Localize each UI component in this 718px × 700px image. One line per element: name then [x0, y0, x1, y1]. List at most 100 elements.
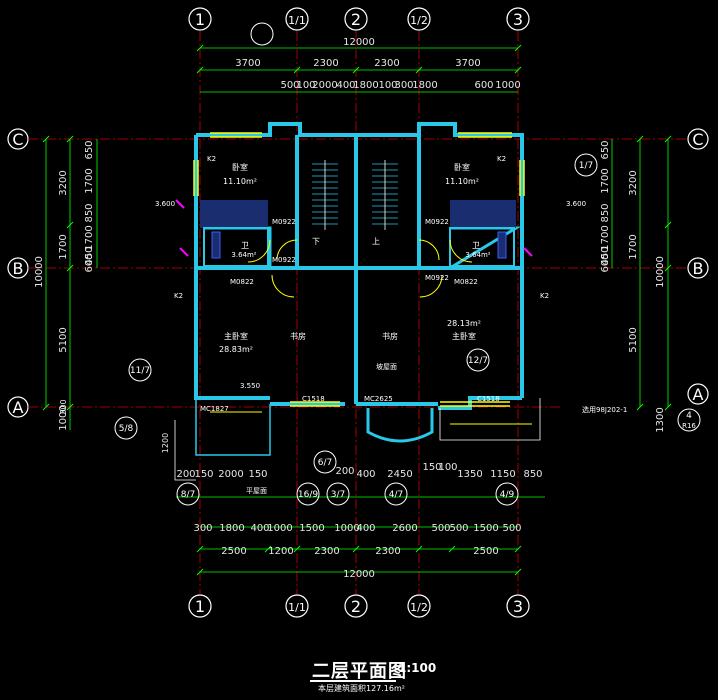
room-wc-left: 卫: [241, 241, 249, 250]
svg-text:850: 850: [84, 203, 95, 222]
wall-outer-sides: [194, 135, 522, 410]
svg-text:1200: 1200: [161, 433, 170, 453]
svg-text:150: 150: [194, 469, 213, 480]
dim-bottom-row1: 300 1800 400 1000 1500 1000 400 2600 500…: [193, 523, 521, 534]
tag-ref-std: 选用98J202-1: [582, 405, 627, 414]
wc-left: [203, 227, 269, 267]
svg-text:2600: 2600: [392, 523, 417, 534]
axis-label-a-right: A: [693, 385, 704, 404]
svg-text:150: 150: [422, 462, 441, 473]
ac-ledge-left: [174, 420, 196, 481]
svg-text:450: 450: [600, 246, 611, 265]
svg-text:3/7: 3/7: [331, 490, 345, 500]
axis-label-c-right: C: [692, 130, 703, 149]
axis-label-b-right: B: [693, 259, 704, 278]
svg-text:1150: 1150: [490, 469, 515, 480]
svg-text:850: 850: [600, 203, 611, 222]
axis-label-1-bottom: 1: [195, 597, 205, 616]
svg-text:500: 500: [280, 80, 299, 91]
title-underline: [310, 680, 396, 682]
axis-label-2-top: 2: [351, 10, 361, 29]
axis-circle-1-bottom: [188, 594, 212, 618]
dim-overall-width-top: 12000: [343, 37, 375, 48]
tag-elev-right: 3.600: [566, 200, 586, 208]
floor-area-note: 本层建筑面积127.16m²: [318, 684, 405, 693]
svg-text:3200: 3200: [58, 170, 69, 195]
svg-text:500: 500: [431, 523, 450, 534]
room-study-right: 书房: [382, 331, 398, 341]
dim-top-4: 3700: [455, 58, 480, 69]
svg-text:2500: 2500: [221, 546, 246, 557]
svg-text:600: 600: [474, 80, 493, 91]
stair-up-left: 下: [312, 237, 320, 246]
component-tags: M0922 M0922 M0922 M0922 M0822 M0822 C151…: [155, 155, 627, 495]
svg-text:200: 200: [335, 466, 354, 477]
svg-text:100: 100: [378, 80, 397, 91]
tag-elev-left: 3.600: [155, 200, 175, 208]
svg-text:2000: 2000: [312, 80, 337, 91]
room-bedroom-right-area: 11.10m²: [445, 177, 479, 186]
room-bedroom-right: 卧室: [454, 162, 470, 172]
svg-text:1200: 1200: [268, 546, 293, 557]
dim-top-3: 2300: [374, 58, 399, 69]
svg-text:4: 4: [686, 411, 692, 421]
tag-k2-left2: K2: [174, 292, 183, 300]
detail-callout-labels: 11/7 12/7 1/7 8/7 16/9 3/7 4/7 4/9 6/7 5…: [119, 161, 697, 500]
svg-text:400: 400: [336, 80, 355, 91]
tag-m0922-right: M0922: [425, 218, 449, 226]
svg-text:200: 200: [176, 469, 195, 480]
axis-circle-1-2-top: [407, 7, 431, 31]
svg-text:600: 600: [84, 253, 95, 272]
svg-text:11/7: 11/7: [130, 366, 150, 376]
svg-text:2450: 2450: [387, 469, 412, 480]
tag-mc2625: MC2625: [364, 395, 393, 403]
axis-circle-c-right: [687, 128, 709, 150]
axis-label-2-bottom: 2: [351, 597, 361, 616]
dim-overall-width-bottom: 12000: [343, 569, 375, 580]
svg-text:4/7: 4/7: [389, 490, 403, 500]
axis-circle-b-right: [687, 257, 709, 279]
axis-circle-3-top: [506, 7, 530, 31]
axis-label-1-2-bottom: 1/2: [410, 601, 428, 614]
svg-text:1800: 1800: [219, 523, 244, 534]
svg-text:10000: 10000: [655, 256, 666, 288]
room-wc-right-area: 3.64m²: [465, 251, 490, 259]
tag-slope-roof: 坡屋面: [376, 362, 397, 371]
tag-m0922-right2: M0922: [425, 274, 449, 282]
svg-text:300: 300: [394, 80, 413, 91]
room-wc-right: 卫: [472, 241, 480, 250]
svg-text:1000: 1000: [58, 405, 69, 430]
bay-window: [366, 408, 434, 443]
railings: [210, 411, 532, 425]
axis-label-3-bottom: 3: [513, 597, 523, 616]
svg-text:1000: 1000: [495, 80, 520, 91]
dim-top-row2: 500 100 2000 400 1800 100 300 1800 600 1…: [280, 80, 520, 91]
svg-text:10000: 10000: [34, 256, 45, 288]
svg-text:3200: 3200: [628, 170, 639, 195]
axis-markers-top: 1 1/1 2 1/2 3: [188, 7, 530, 31]
svg-text:500: 500: [449, 523, 468, 534]
tag-m0922-left2: M0922: [272, 256, 296, 264]
svg-text:5100: 5100: [58, 327, 69, 352]
svg-text:400: 400: [356, 469, 375, 480]
drawing-scale: 1:100: [398, 661, 437, 675]
axis-circle-3-bottom: [506, 594, 530, 618]
svg-text:650: 650: [84, 140, 95, 159]
axis-label-3-top: 3: [513, 10, 523, 29]
magenta-marks: [175, 199, 533, 257]
svg-text:1700: 1700: [600, 168, 611, 193]
wc-fixture-right: [497, 231, 507, 259]
svg-text:1500: 1500: [473, 523, 498, 534]
drawing-title: 二层平面图: [312, 661, 407, 682]
tag-flat-roof: 平屋面: [246, 487, 267, 495]
tag-c1518-right: C1518: [477, 395, 500, 403]
svg-text:850: 850: [523, 469, 542, 480]
windows: [193, 132, 525, 407]
dim-bottom-row2: 2500 1200 2300 2300 2500: [221, 546, 498, 557]
wc-right: [449, 227, 515, 267]
svg-text:1350: 1350: [457, 469, 482, 480]
svg-text:100: 100: [296, 80, 315, 91]
svg-text:300: 300: [193, 523, 212, 534]
svg-text:100: 100: [438, 462, 457, 473]
